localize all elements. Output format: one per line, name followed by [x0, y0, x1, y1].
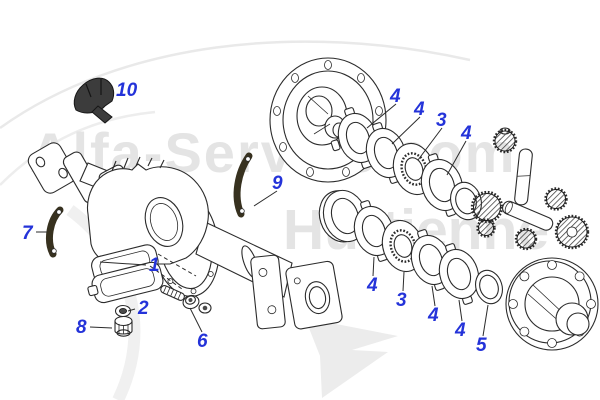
shim-strip-left: [46, 206, 64, 258]
callout-7[interactable]: 7: [22, 223, 34, 244]
callout-4-c[interactable]: 4: [460, 123, 472, 144]
spider-gear: [516, 229, 536, 249]
leader-lines: [36, 103, 489, 337]
clutch-disc-stack-top: [330, 107, 504, 238]
rubber-buffer: [73, 77, 115, 124]
clutch-plate: [438, 243, 480, 305]
callout-3-a[interactable]: 3: [436, 110, 447, 131]
callout-9[interactable]: 9: [272, 173, 283, 194]
cross-pin: [514, 148, 533, 206]
callout-4-e[interactable]: 4: [427, 305, 439, 326]
spider-gear: [546, 189, 566, 209]
cross-pin: [502, 200, 554, 231]
spring-perch-bracket: [250, 254, 286, 330]
callout-8[interactable]: 8: [76, 317, 87, 338]
spider-gears-and-pins: [492, 127, 590, 251]
callout-4-f[interactable]: 4: [454, 320, 466, 341]
shock-bracket: [285, 260, 343, 330]
clutch-plate: [420, 153, 464, 217]
washer: [114, 304, 132, 318]
callout-3-b[interactable]: 3: [396, 290, 407, 311]
thrust-ring: [475, 269, 503, 305]
stud-and-nuts: [149, 253, 212, 314]
side-gear: [473, 193, 501, 221]
callout-5[interactable]: 5: [476, 335, 487, 356]
callout-1[interactable]: 1: [149, 255, 160, 276]
callout-4-a[interactable]: 4: [389, 86, 401, 107]
spider-gear: [478, 220, 494, 236]
callouts: 10 9 7 1 2 8 6 4 4 3 4 4 3 4 4 5: [22, 80, 487, 356]
shim-strip-center: [233, 152, 253, 218]
spider-gear: [494, 130, 516, 152]
callout-10[interactable]: 10: [116, 80, 138, 101]
callout-4-d[interactable]: 4: [366, 275, 378, 296]
callout-2[interactable]: 2: [137, 298, 149, 319]
callout-6[interactable]: 6: [197, 331, 208, 352]
drain-plug: [114, 315, 133, 337]
clutch-disc-stack-bottom: [318, 189, 503, 305]
differential-case-rear: [505, 257, 599, 351]
callout-4-b[interactable]: 4: [413, 99, 425, 120]
